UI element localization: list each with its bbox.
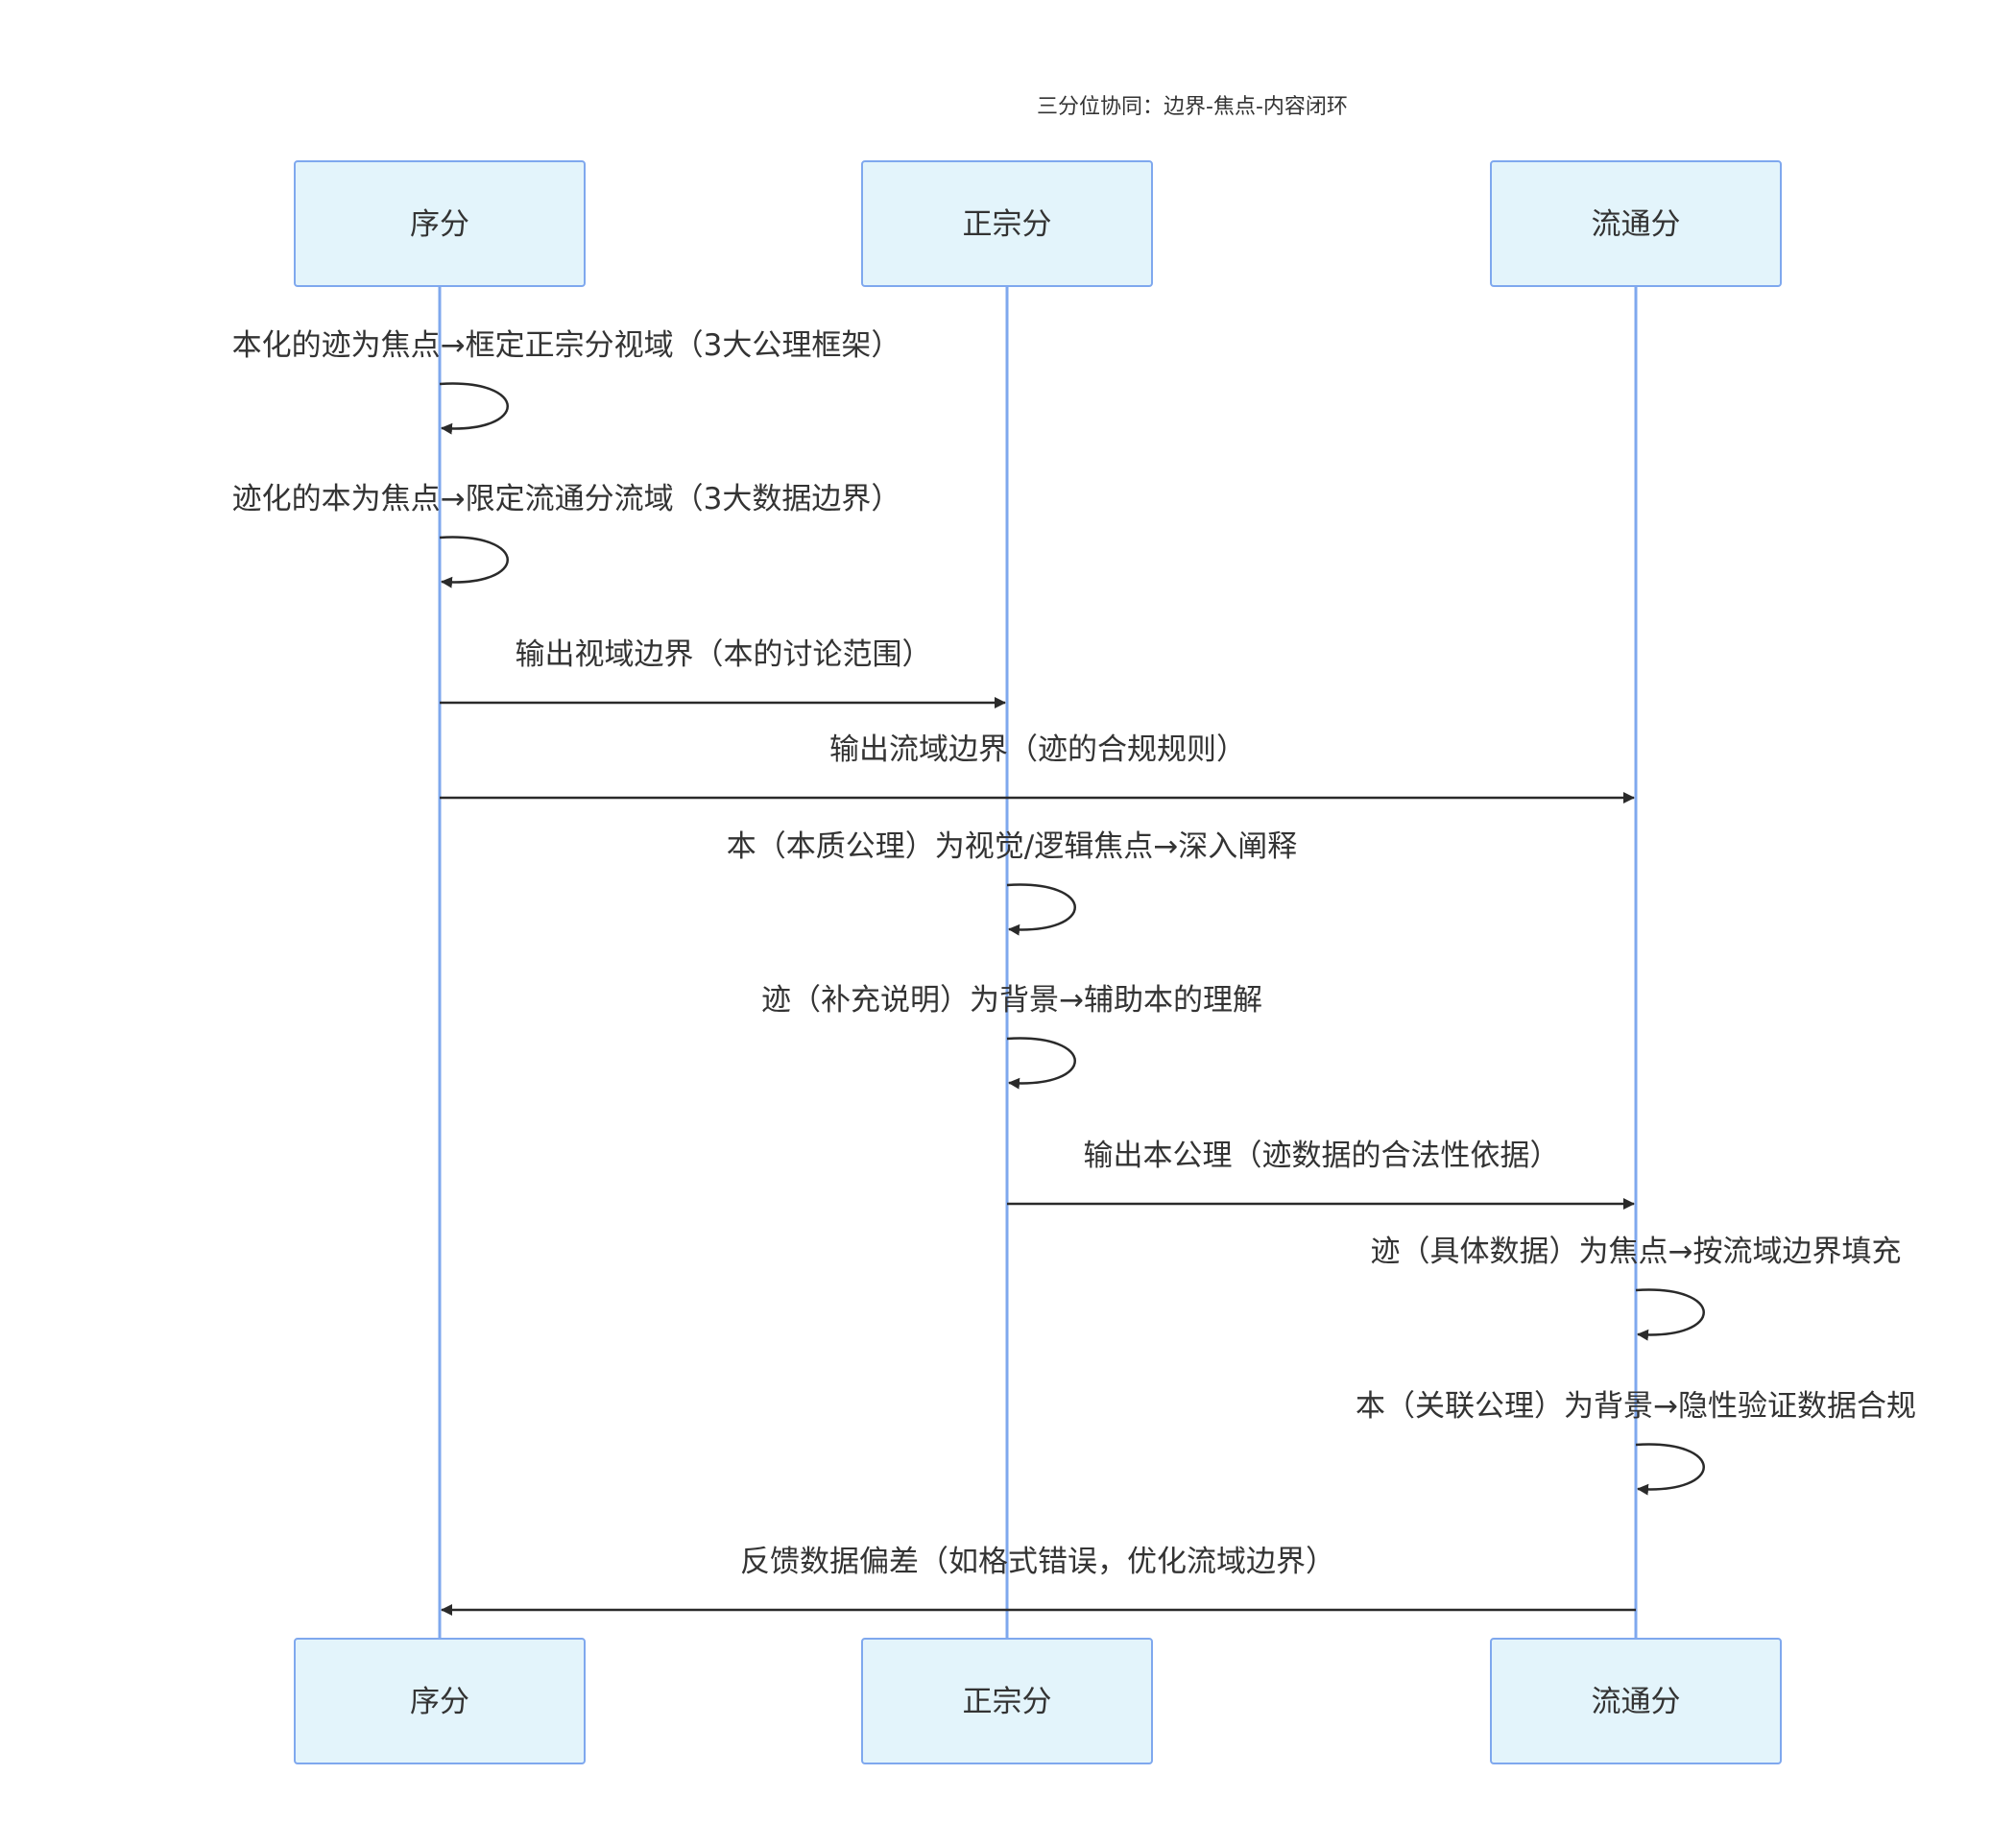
- message-2: 迹化的本为焦点→限定流通分流域（3大数据边界）: [232, 482, 901, 588]
- message-label: 迹（具体数据）为焦点→按流域边界填充: [1371, 1235, 1902, 1269]
- self-loop-arrow: [1635, 1443, 1705, 1496]
- message-6: 迹（补充说明）为背景→辅助本的理解: [761, 983, 1262, 1090]
- actor-xu-bottom: 序分: [294, 1638, 586, 1764]
- actor-box: [1490, 160, 1782, 287]
- actor-box: [861, 160, 1153, 287]
- actor-label: 流通分: [1592, 207, 1681, 242]
- message-label: 反馈数据偏差（如格式错误，优化流域边界）: [740, 1545, 1335, 1579]
- message-label: 本（关联公理）为背景→隐性验证数据合规: [1356, 1389, 1916, 1424]
- lifelines: [438, 286, 1638, 1639]
- message-label: 本（本质公理）为视觉/逻辑焦点→深入阐释: [727, 829, 1297, 864]
- actor-zhengzong-bottom: 正宗分: [861, 1638, 1153, 1764]
- actor-label: 流通分: [1592, 1685, 1681, 1719]
- message-3: 输出视域边界（本的讨论范围）: [440, 637, 1006, 708]
- message-label: 输出流域边界（迹的合规规则）: [829, 732, 1246, 767]
- message-label: 本化的迹为焦点→框定正宗分视域（3大公理框架）: [232, 328, 901, 363]
- message-label: 迹（补充说明）为背景→辅助本的理解: [761, 983, 1262, 1018]
- messages: 本化的迹为焦点→框定正宗分视域（3大公理框架） 迹化的本为焦点→限定流通分流域（3…: [232, 328, 1916, 1616]
- actor-box: [294, 160, 586, 287]
- message-9: 本（关联公理）为背景→隐性验证数据合规: [1356, 1389, 1916, 1496]
- self-loop-arrow: [439, 536, 509, 588]
- diagram-title: 三分位协同：边界-焦点-内容闭环: [1037, 95, 1348, 119]
- self-loop-arrow: [1006, 1037, 1076, 1090]
- actor-box: [1490, 1638, 1782, 1764]
- actor-label: 正宗分: [963, 207, 1052, 242]
- message-5: 本（本质公理）为视觉/逻辑焦点→深入阐释: [727, 829, 1297, 936]
- actors-top: 序分 正宗分 流通分: [294, 160, 1782, 287]
- self-loop-arrow: [439, 382, 509, 435]
- actor-box: [294, 1638, 586, 1764]
- actor-xu-top: 序分: [294, 160, 586, 287]
- message-label: 迹化的本为焦点→限定流通分流域（3大数据边界）: [232, 482, 901, 516]
- self-loop-arrow: [1006, 883, 1076, 936]
- message-4: 输出流域边界（迹的合规规则）: [440, 732, 1635, 804]
- message-8: 迹（具体数据）为焦点→按流域边界填充: [1371, 1235, 1902, 1341]
- actor-zhengzong-top: 正宗分: [861, 160, 1153, 287]
- message-1: 本化的迹为焦点→框定正宗分视域（3大公理框架）: [232, 328, 901, 435]
- message-7: 输出本公理（迹数据的合法性依据）: [1007, 1139, 1635, 1210]
- message-label: 输出视域边界（本的讨论范围）: [516, 637, 932, 672]
- actor-label: 序分: [410, 1685, 469, 1719]
- message-10: 反馈数据偏差（如格式错误，优化流域边界）: [441, 1545, 1636, 1616]
- self-loop-arrow: [1635, 1288, 1705, 1341]
- actor-liutong-top: 流通分: [1490, 160, 1782, 287]
- message-label: 输出本公理（迹数据的合法性依据）: [1084, 1139, 1560, 1173]
- actor-box: [861, 1638, 1153, 1764]
- actor-label: 正宗分: [963, 1685, 1052, 1719]
- actor-label: 序分: [410, 207, 469, 242]
- actor-liutong-bottom: 流通分: [1490, 1638, 1782, 1764]
- actors-bottom: 序分 正宗分 流通分: [294, 1638, 1782, 1764]
